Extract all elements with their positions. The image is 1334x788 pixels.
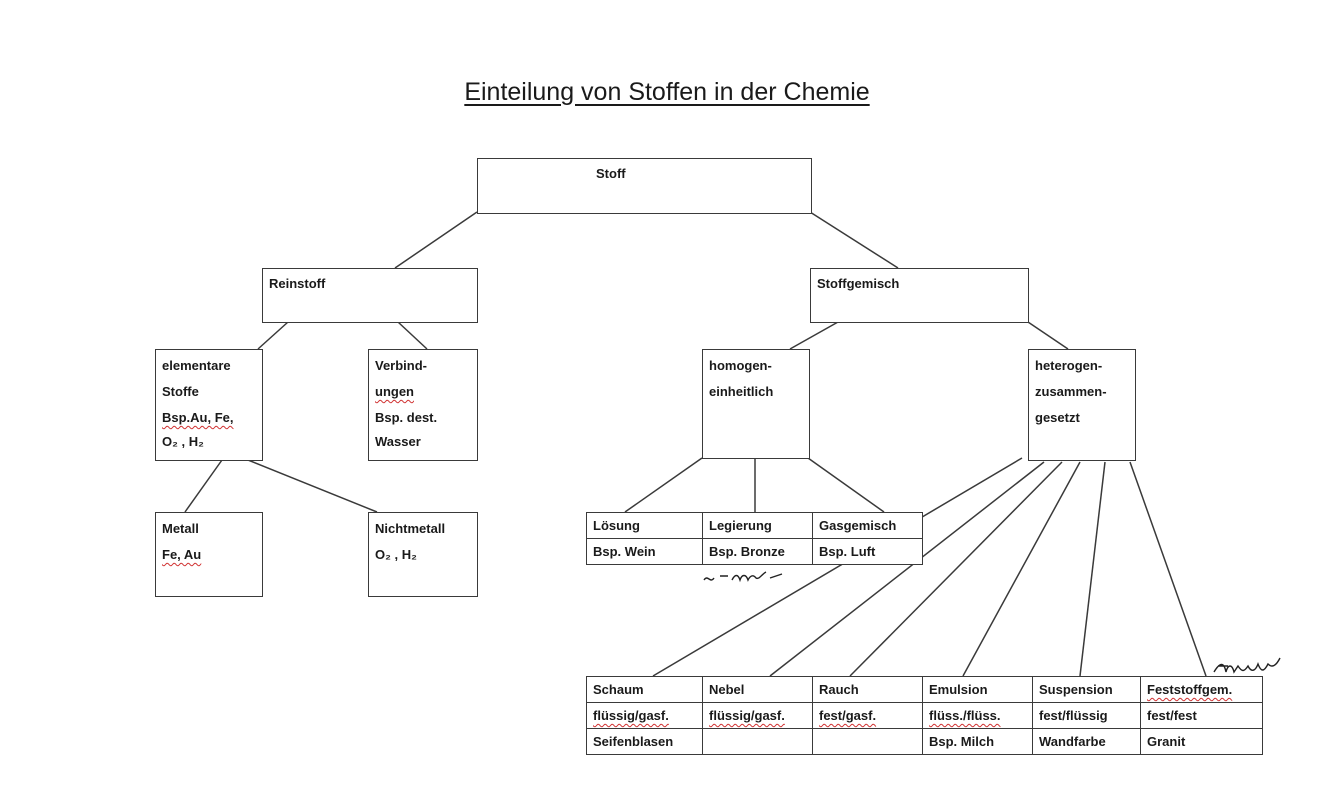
line-elementare-metall <box>184 459 223 513</box>
table-cell-suspension-state: fest/flüssig <box>1032 702 1141 729</box>
table-cell-wandfarbe: Wandfarbe <box>1032 728 1141 755</box>
line-stoff-stoffgemisch <box>809 211 899 269</box>
table-cell-empty <box>702 728 813 755</box>
table-cell-schaum-state: flüssig/gasf. <box>586 702 703 729</box>
node-reinstoff-label: Reinstoff <box>269 276 326 291</box>
line-heterogen-nebel <box>769 461 1045 677</box>
line-heterogen-emulsion <box>962 461 1081 677</box>
table-cell-feststoffgem: Feststoffgem. <box>1140 676 1263 703</box>
metall-line1: Metall <box>162 521 199 536</box>
line-stoff-reinstoff <box>394 211 478 269</box>
table-cell-luft: Bsp. Luft <box>812 538 923 565</box>
table-cell-rauch-state: fest/gasf. <box>812 702 923 729</box>
table-cell-wein: Bsp. Wein <box>586 538 703 565</box>
table-cell-nebel: Nebel <box>702 676 813 703</box>
node-stoffgemisch-label: Stoffgemisch <box>817 276 900 291</box>
table-cell-emulsion: Emulsion <box>922 676 1033 703</box>
elementare-line1: elementare <box>162 358 231 373</box>
table-row: flüssig/gasf. flüssig/gasf. fest/gasf. f… <box>586 702 1263 729</box>
line-heterogen-feststoffgem <box>1129 461 1207 677</box>
table-cell-loesung: Lösung <box>586 512 703 539</box>
table-cell-suspension: Suspension <box>1032 676 1141 703</box>
table-cell-feststoffgem-state: fest/fest <box>1140 702 1263 729</box>
verbindungen-line4: Wasser <box>375 434 421 449</box>
table-cell-seifenblasen: Seifenblasen <box>586 728 703 755</box>
line-stoffgemisch-homogen <box>789 321 839 350</box>
table-cell-granit: Granit <box>1140 728 1263 755</box>
handwritten-scribble-right <box>1213 657 1281 674</box>
heterogen-line3: gesetzt <box>1035 410 1080 425</box>
page-title: Einteilung von Stoffen in der Chemie <box>464 78 870 106</box>
table-cell-gasgemisch: Gasgemisch <box>812 512 923 539</box>
table-cell-nebel-state: flüssig/gasf. <box>702 702 813 729</box>
table-row: Lösung Legierung Gasgemisch <box>586 512 923 539</box>
verbindungen-line3: Bsp. dest. <box>375 410 438 425</box>
table-row: Schaum Nebel Rauch Emulsion Suspension F… <box>586 676 1263 703</box>
table-row: Seifenblasen Bsp. Milch Wandfarbe Granit <box>586 728 1263 755</box>
node-verbindungen: Verbind- ungen Bsp. dest. Wasser <box>368 349 478 461</box>
node-heterogen: heterogen- zusammen- gesetzt <box>1028 349 1136 461</box>
heterogen-line1: heterogen- <box>1035 358 1103 373</box>
node-homogen: homogen- einheitlich <box>702 349 810 459</box>
homogen-line2: einheitlich <box>709 384 774 399</box>
line-heterogen-rauch <box>849 461 1063 677</box>
node-reinstoff: Reinstoff <box>262 268 478 323</box>
elementare-line2: Stoffe <box>162 384 199 399</box>
line-homogen-loesung <box>624 457 703 513</box>
elementare-line3: Bsp.Au, Fe, <box>162 410 234 425</box>
node-stoff: Stoff <box>477 158 812 214</box>
line-heterogen-schaum <box>652 457 1023 677</box>
table-cell-empty <box>812 728 923 755</box>
node-elementare-stoffe: elementare Stoffe Bsp.Au, Fe, O₂ , H₂ <box>155 349 263 461</box>
line-reinstoff-verbindungen <box>397 321 428 350</box>
verbindungen-line2: ungen <box>375 384 414 399</box>
table-cell-milch: Bsp. Milch <box>922 728 1033 755</box>
line-reinstoff-elementare <box>257 321 289 350</box>
table-cell-legierung: Legierung <box>702 512 813 539</box>
table-cell-bronze: Bsp. Bronze <box>702 538 813 565</box>
metall-line2: Fe, Au <box>162 547 202 562</box>
homogen-types-table: Lösung Legierung Gasgemisch Bsp. Wein Bs… <box>586 512 923 565</box>
table-cell-emulsion-state: flüss./flüss. <box>922 702 1033 729</box>
table-row: Bsp. Wein Bsp. Bronze Bsp. Luft <box>586 538 923 565</box>
node-stoffgemisch: Stoffgemisch <box>810 268 1029 323</box>
line-heterogen-suspension <box>1079 461 1106 677</box>
node-nichtmetall: Nichtmetall O₂ , H₂ <box>368 512 478 597</box>
node-metall: Metall Fe, Au <box>155 512 263 597</box>
table-cell-rauch: Rauch <box>812 676 923 703</box>
verbindungen-line1: Verbind- <box>375 358 428 373</box>
heterogen-line2: zusammen- <box>1035 384 1107 399</box>
node-stoff-label: Stoff <box>596 166 626 181</box>
line-stoffgemisch-heterogen <box>1027 321 1069 350</box>
nichtmetall-line1: Nichtmetall <box>375 521 446 536</box>
heterogen-types-table: Schaum Nebel Rauch Emulsion Suspension F… <box>586 676 1263 755</box>
table-cell-schaum: Schaum <box>586 676 703 703</box>
handwritten-scribble <box>703 571 783 583</box>
line-homogen-gasgemisch <box>807 457 885 513</box>
elementare-line4: O₂ , H₂ <box>162 434 204 449</box>
nichtmetall-line2: O₂ , H₂ <box>375 547 417 562</box>
homogen-line1: homogen- <box>709 358 772 373</box>
line-elementare-nichtmetall <box>247 459 378 513</box>
